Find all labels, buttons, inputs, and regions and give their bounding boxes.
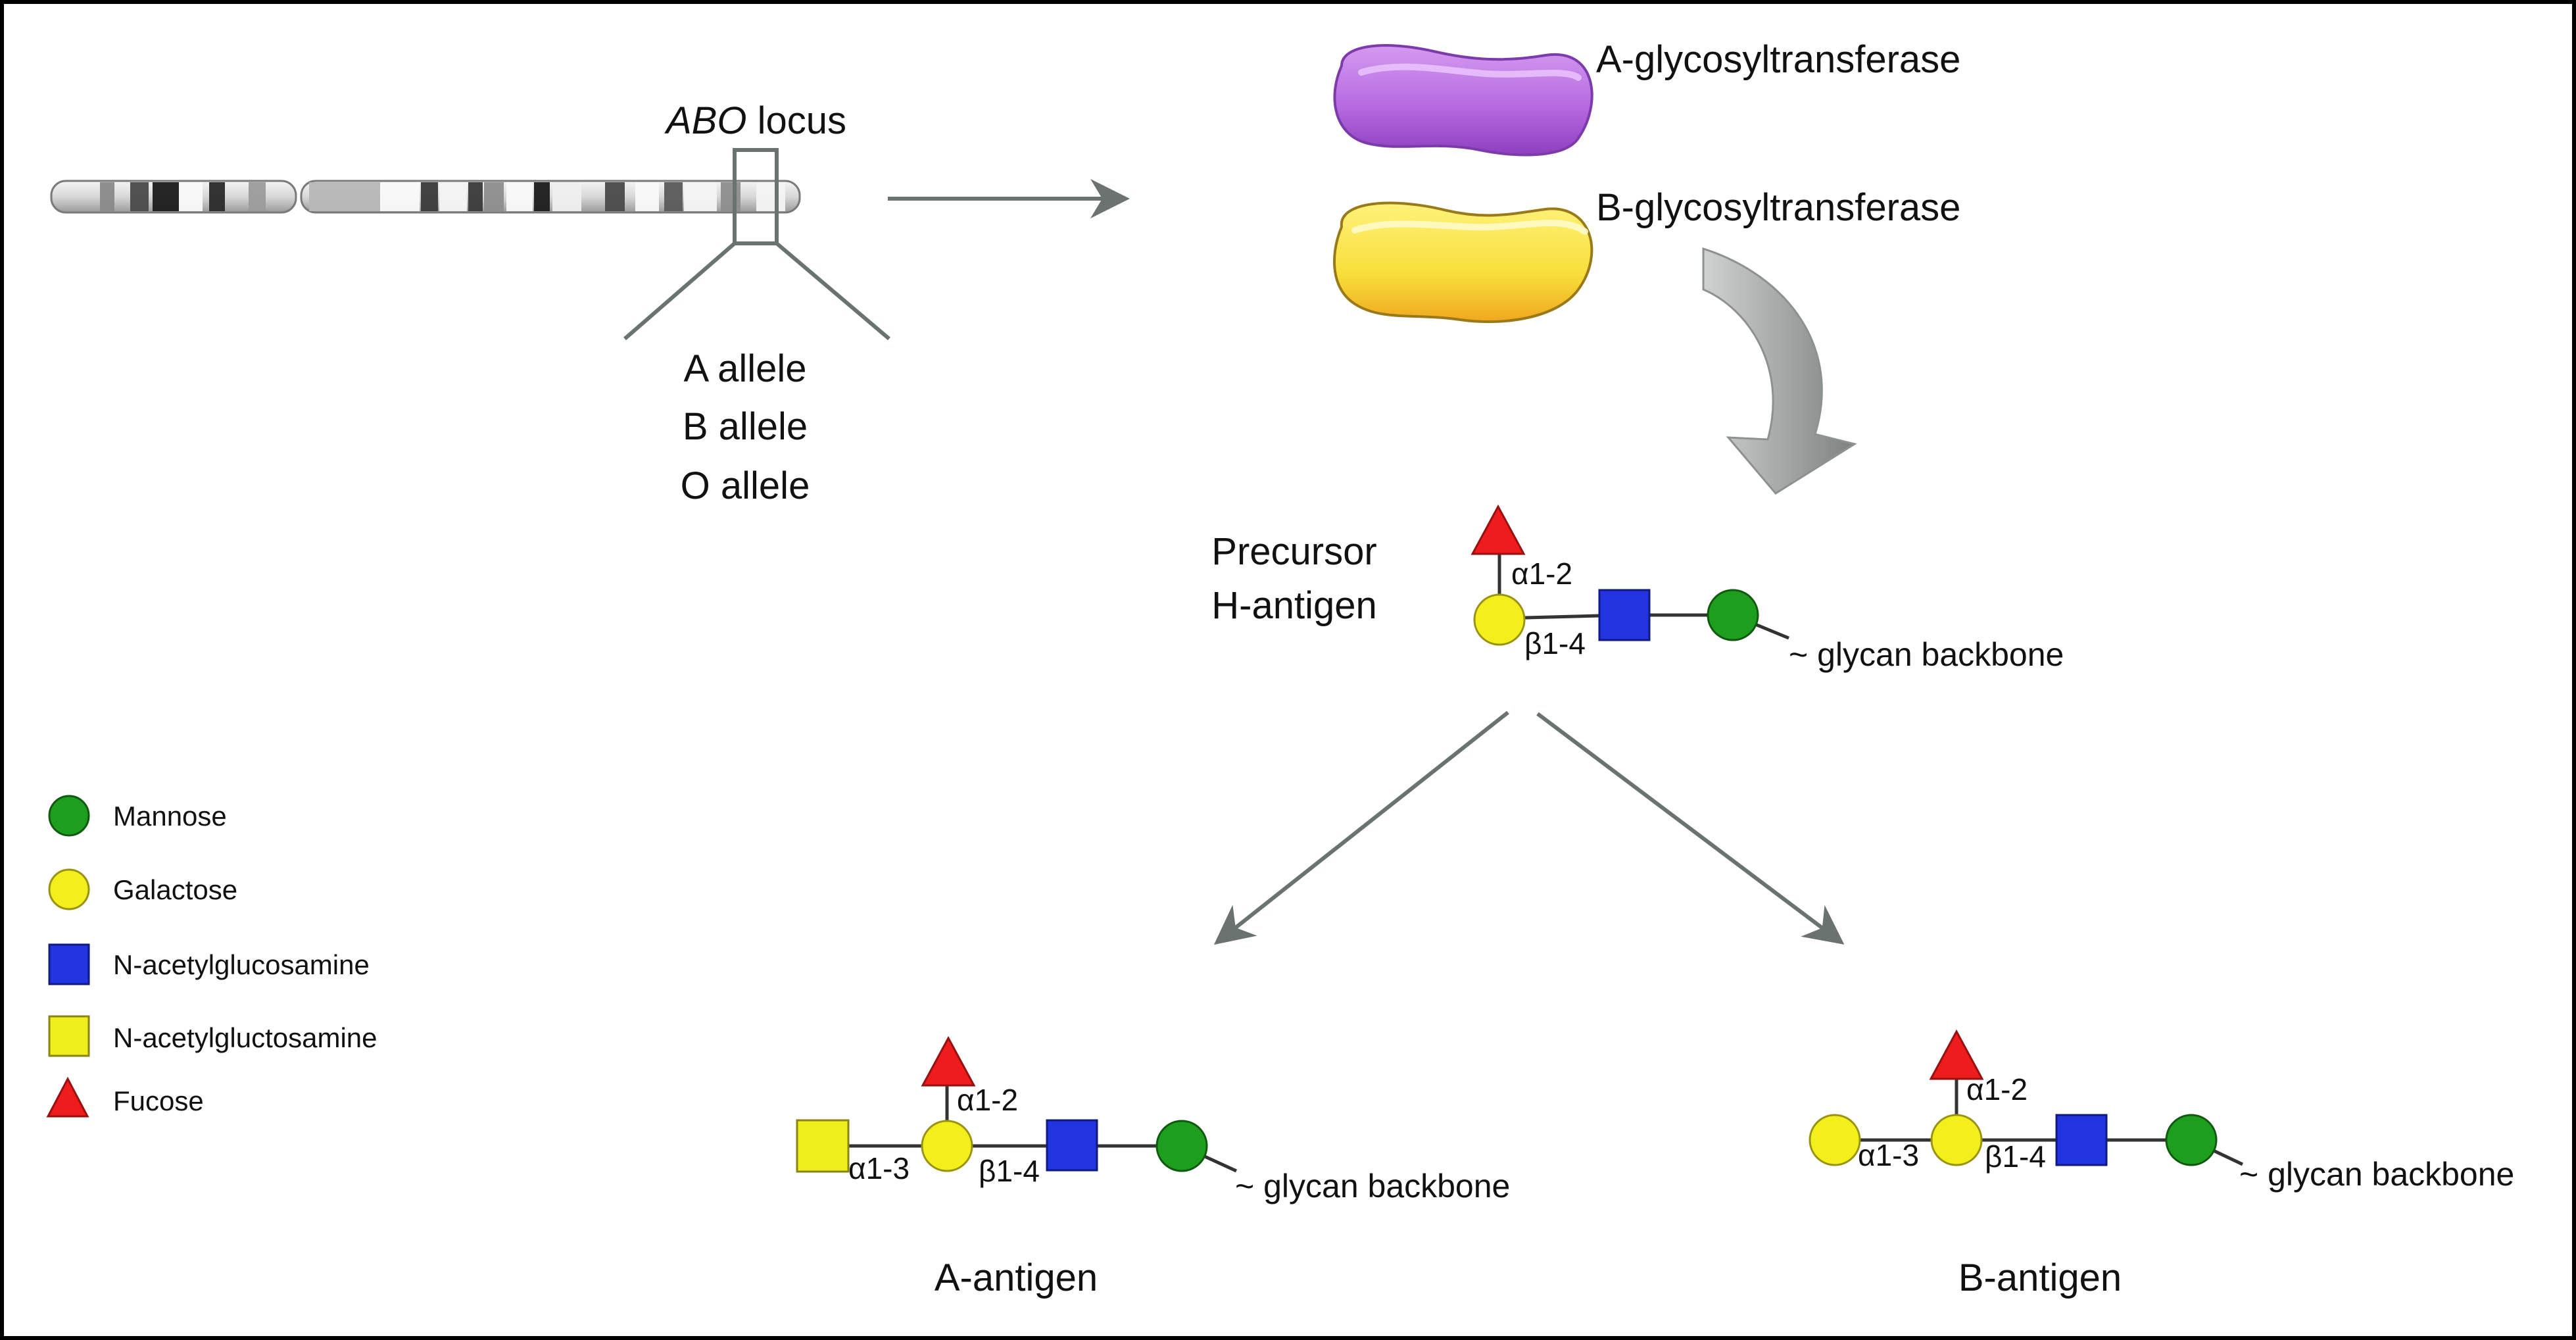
abo-locus-title: ABO locus: [664, 99, 846, 142]
band: [179, 182, 203, 211]
locus-zoom-right: [775, 241, 890, 341]
a-antigen-glycan: [796, 1035, 1238, 1173]
n-acetylglucosamine-icon: [2055, 1114, 2108, 1166]
n-acetylglucosamine-icon: [1046, 1119, 1098, 1172]
allele-a-label: A allele: [683, 347, 806, 390]
b-antigen-backbone: ~ glycan backbone: [2239, 1156, 2514, 1193]
legend-galactose-label: Galactose: [113, 874, 237, 905]
band: [684, 182, 717, 211]
precursor-link-gal: β1-4: [1524, 626, 1586, 660]
precursor-backbone: ~ glycan backbone: [1789, 636, 2064, 673]
legend-n-acetylglucosamine-label: N-acetylglucosamine: [113, 949, 370, 980]
legend-fucose-label: Fucose: [113, 1085, 204, 1116]
precursor-link-fuc: α1-2: [1511, 557, 1572, 591]
legend-fucose-icon: [46, 1076, 89, 1118]
band: [468, 182, 483, 211]
n-acetylgluctosamine-icon: [796, 1119, 850, 1173]
band: [309, 182, 381, 211]
precursor-label-line2: H-antigen: [1211, 584, 1376, 627]
galactose-icon: [921, 1120, 973, 1172]
a-antigen-link-left: α1-3: [848, 1151, 910, 1185]
b-antigen-glycan: [1809, 1029, 2244, 1166]
precursor-glycan: [1470, 504, 1789, 646]
band: [552, 182, 581, 211]
a-antigen-link-fuc: α1-2: [957, 1083, 1018, 1117]
fucose-icon: [1929, 1029, 1984, 1080]
abo-locus-box: [733, 148, 779, 245]
galactose-icon: [1809, 1114, 1861, 1166]
legend-mannose-icon: [48, 795, 90, 837]
a-antigen-backbone: ~ glycan backbone: [1235, 1168, 1510, 1204]
band: [439, 182, 467, 211]
chromosome-bands: [100, 182, 785, 211]
band: [249, 182, 266, 211]
band: [100, 182, 114, 211]
b-antigen-link-gal: β1-4: [1985, 1139, 2046, 1174]
enzyme-a-shape: [1333, 44, 1593, 157]
band: [484, 182, 504, 211]
band: [635, 182, 659, 211]
legend-mannose-label: Mannose: [113, 801, 227, 831]
locus-zoom-left: [623, 241, 736, 341]
allele-b-label: B allele: [683, 405, 808, 448]
galactose-icon: [1473, 593, 1526, 646]
legend-n-acetylgluctosamine-label: N-acetylgluctosamine: [113, 1022, 377, 1053]
enzyme-a-label: A-glycosyltransferase: [1596, 38, 1960, 81]
legend-n-acetylglucosamine-icon: [48, 943, 90, 985]
enzyme-b-shape: [1332, 201, 1593, 324]
band: [756, 182, 785, 211]
legend-n-acetylgluctosamine-icon: [48, 1015, 90, 1057]
b-antigen-link-fuc: α1-2: [1966, 1072, 2028, 1106]
mannose-icon: [2165, 1114, 2218, 1166]
band: [153, 182, 180, 211]
allele-o-label: O allele: [681, 464, 810, 507]
band: [721, 182, 741, 211]
fucose-icon: [1470, 504, 1526, 555]
chromosome: [50, 148, 890, 341]
enzyme-action-curved-arrow: [1702, 247, 1857, 495]
legend-galactose-icon: [48, 868, 90, 910]
b-antigen-title: B-antigen: [1958, 1256, 2122, 1299]
arrow-to-b-antigen: [1536, 712, 1845, 945]
abo-locus-title-italic: ABO: [664, 99, 747, 142]
band: [130, 182, 149, 211]
precursor-label-line1: Precursor: [1211, 530, 1376, 573]
band: [380, 182, 420, 211]
enzyme-b-label: B-glycosyltransferase: [1596, 186, 1960, 229]
a-antigen-link-gal: β1-4: [979, 1154, 1040, 1188]
b-antigen-link-left: α1-3: [1858, 1138, 1919, 1172]
band: [506, 182, 533, 211]
mannose-icon: [1707, 589, 1759, 641]
galactose-icon: [1930, 1114, 1983, 1166]
abo-locus-title-rest: locus: [746, 99, 846, 142]
arrow-to-a-antigen: [1213, 710, 1509, 945]
band: [209, 182, 225, 211]
a-antigen-title: A-antigen: [935, 1256, 1098, 1299]
band: [534, 182, 550, 211]
n-acetylglucosamine-icon: [1598, 589, 1651, 641]
band: [605, 182, 625, 211]
fucose-icon: [921, 1035, 976, 1087]
legend: Mannose Galactose N-acetylglucosamine N-…: [46, 795, 377, 1118]
band: [421, 182, 438, 211]
band: [664, 182, 683, 211]
mannose-icon: [1155, 1120, 1208, 1172]
